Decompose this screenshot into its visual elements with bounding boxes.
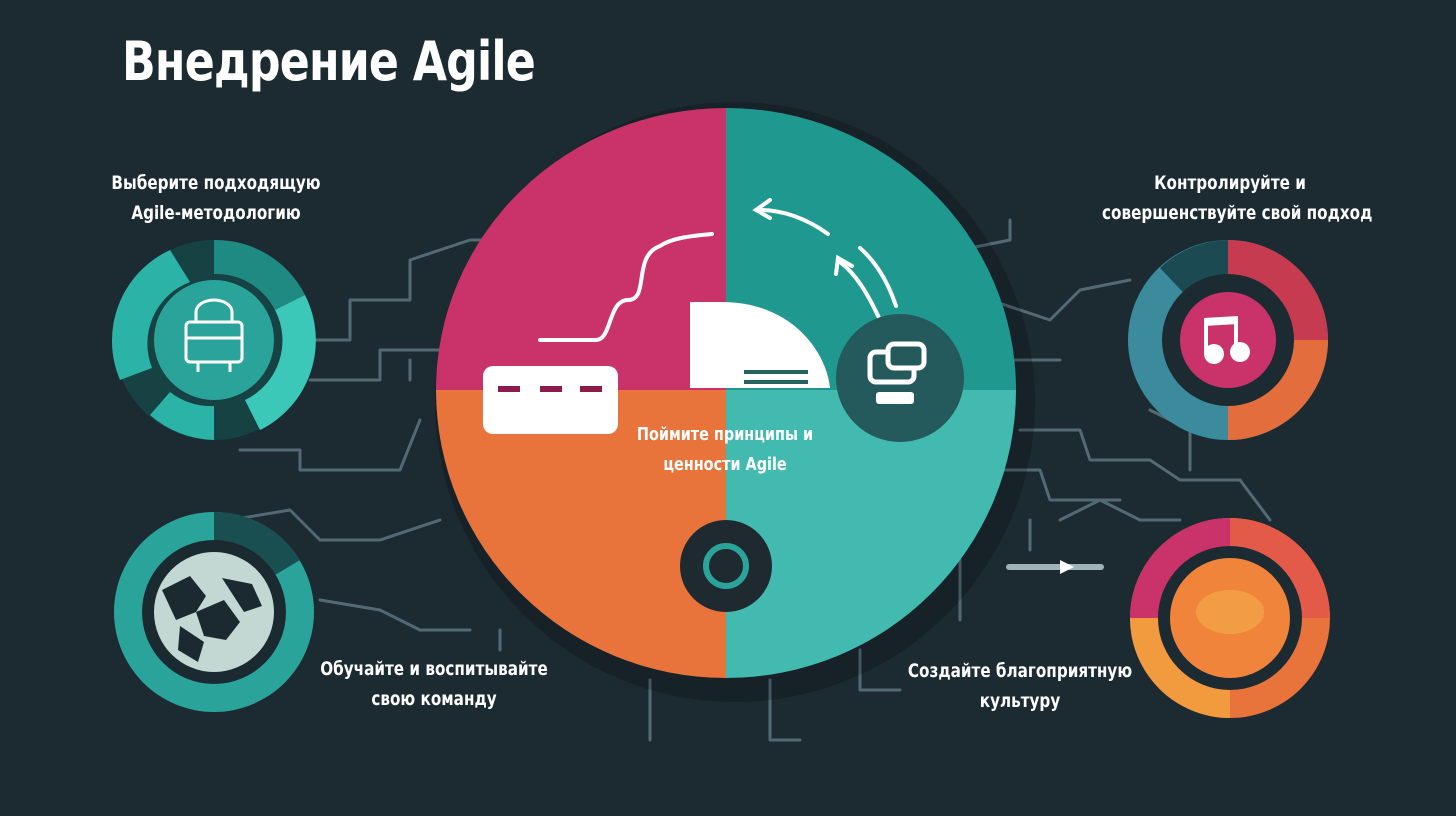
page-title: Внедрение Agile <box>122 30 536 93</box>
step-label-train-team: Обучайте и воспитывайте свою команду <box>320 658 548 710</box>
chart-line-icon <box>538 232 714 342</box>
people-icon <box>836 314 964 442</box>
ring-icon <box>680 520 772 612</box>
music-note-icon <box>1204 316 1250 364</box>
wheel-quadrant-orange <box>436 390 726 678</box>
board-icon <box>184 298 244 372</box>
arrow-pin-icon <box>1006 560 1104 574</box>
ring-top-right <box>1128 240 1328 440</box>
step-label-methodology: Выберите подходящую Agile-методологию <box>111 172 321 224</box>
wheel-quadrant-lightteal <box>726 390 1016 678</box>
step-label-control: Контролируйте и совершенствуйте свой под… <box>1102 172 1373 224</box>
wheel-quadrant-magenta <box>436 108 726 390</box>
step-label-principles: Поймите принципы и ценности Agile <box>636 424 814 475</box>
culture-ring-icon <box>1196 590 1264 634</box>
connector-lines <box>228 218 1272 742</box>
ring-top-left <box>111 239 316 440</box>
team-figures-icon <box>162 576 262 662</box>
refresh-arrows-icon <box>752 198 898 322</box>
wheel-quadrant-teal <box>726 108 1016 390</box>
card-icon <box>483 366 618 434</box>
semicircle-gauge-icon <box>690 302 830 388</box>
central-wheel <box>435 102 1035 702</box>
step-label-culture: Создайте благоприятную культуру <box>907 660 1133 712</box>
